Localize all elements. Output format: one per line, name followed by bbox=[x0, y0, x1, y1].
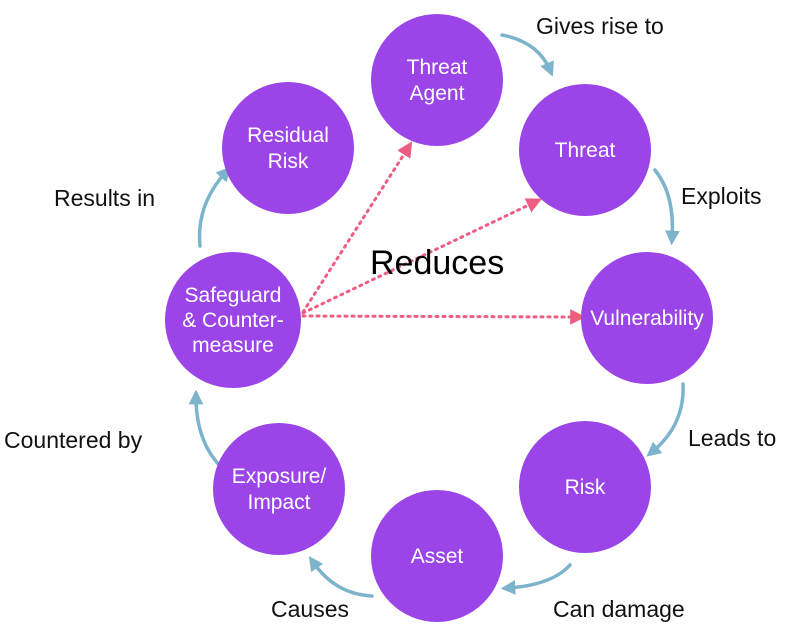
reduces-arrow-threat-agent bbox=[301, 141, 413, 314]
node-label-safeguard: Safeguard bbox=[185, 284, 282, 307]
node-circle-asset bbox=[371, 490, 503, 622]
label-leads-to: Leads to bbox=[688, 425, 776, 451]
node-circle-threat-agent bbox=[371, 14, 503, 146]
node-label-residual-risk: Residual bbox=[247, 124, 329, 147]
arrow-risk-to-asset bbox=[500, 563, 572, 595]
node-label-threat: Threat bbox=[555, 139, 616, 162]
node-circle-threat bbox=[519, 84, 651, 216]
reduces-arrow-vulnerability bbox=[301, 309, 586, 325]
node-label-asset: Asset bbox=[411, 545, 464, 568]
edge-labels: Gives rise to Exploits Leads to Can dama… bbox=[4, 13, 776, 622]
node-label-exposure-impact: Exposure/ bbox=[232, 465, 327, 488]
arrow-vulnerability-to-risk bbox=[646, 382, 685, 457]
label-exploits: Exploits bbox=[681, 183, 762, 209]
label-causes: Causes bbox=[271, 596, 349, 622]
arrow-exposure-to-safeguard bbox=[188, 389, 224, 470]
node-label-residual-risk: Risk bbox=[268, 150, 309, 173]
node-label-threat-agent: Threat bbox=[407, 56, 468, 79]
node-label-vulnerability: Vulnerability bbox=[590, 307, 704, 330]
node-circle-safeguard bbox=[165, 252, 301, 388]
node-risk: Risk bbox=[519, 421, 651, 553]
node-safeguard: Safeguard& Counter-measure bbox=[165, 252, 301, 388]
node-label-threat-agent: Agent bbox=[410, 82, 465, 105]
label-reduces: Reduces bbox=[370, 244, 504, 282]
node-asset: Asset bbox=[371, 490, 503, 622]
label-can-damage: Can damage bbox=[553, 596, 685, 622]
reduces-arrow-threat bbox=[301, 198, 543, 315]
node-label-safeguard: & Counter- bbox=[182, 309, 284, 332]
arrow-safeguard-to-residual-risk bbox=[197, 166, 231, 248]
node-circle-exposure-impact bbox=[213, 423, 345, 555]
arrow-asset-to-exposure bbox=[308, 555, 374, 598]
node-circle-residual-risk bbox=[222, 82, 354, 214]
node-label-risk: Risk bbox=[565, 476, 606, 499]
node-label-exposure-impact: Impact bbox=[247, 491, 310, 514]
node-exposure-impact: Exposure/Impact bbox=[213, 423, 345, 555]
reduces-arrows bbox=[301, 141, 586, 325]
cycle-arrows bbox=[188, 33, 685, 598]
arrow-threat-to-vulnerability bbox=[653, 168, 680, 246]
node-threat: Threat bbox=[519, 84, 651, 216]
node-circle-vulnerability bbox=[581, 252, 713, 384]
nodes: ThreatAgentThreatVulnerabilityRiskAssetE… bbox=[165, 14, 713, 622]
arrow-threat-agent-to-threat bbox=[500, 33, 554, 77]
label-gives-rise-to: Gives rise to bbox=[536, 13, 664, 39]
node-circle-risk bbox=[519, 421, 651, 553]
label-countered-by: Countered by bbox=[4, 427, 143, 453]
node-vulnerability: Vulnerability bbox=[581, 252, 713, 384]
node-label-safeguard: measure bbox=[192, 334, 274, 357]
label-results-in: Results in bbox=[54, 185, 155, 211]
